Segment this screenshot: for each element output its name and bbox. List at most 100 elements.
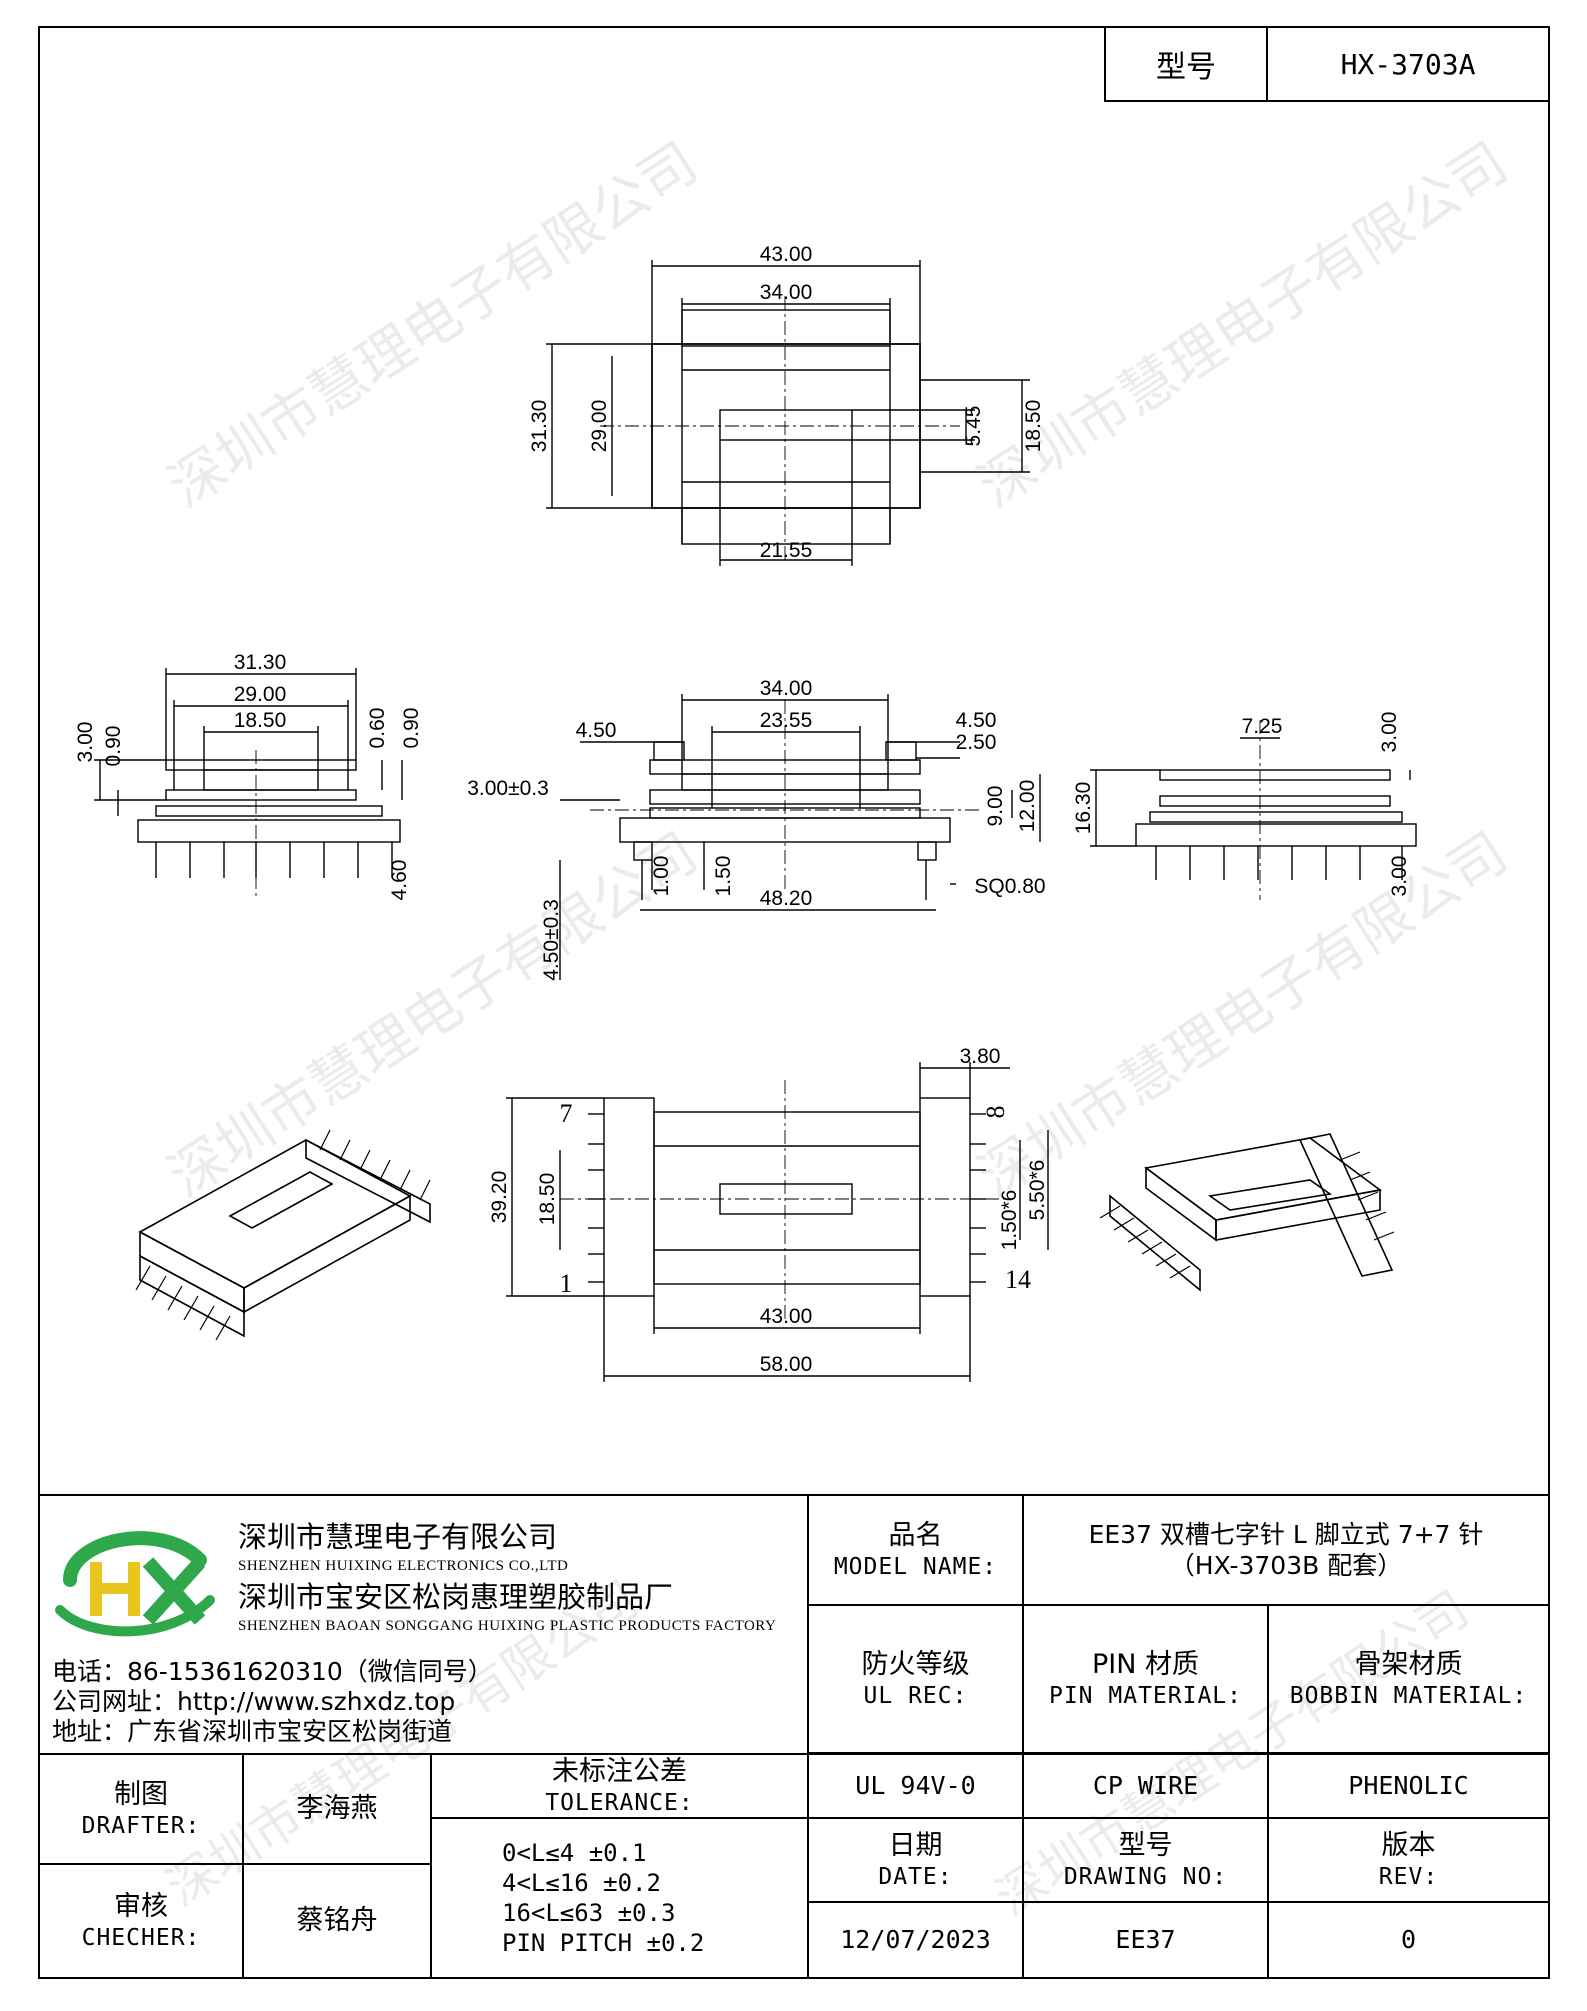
dim-34-front: 34.00: [760, 677, 813, 700]
tolerance-row: 16<L≤63 ±0.3: [502, 1899, 676, 1927]
front-view: 34.00 23.55 4.50 4.50 2.50 3.00±0.3 9.00…: [467, 677, 1045, 981]
ul-rec-label: 防火等级 UL REC:: [807, 1604, 1024, 1754]
top-view: 43.00 34.00 31.30 29.00 5.45 18.50 21.55: [528, 243, 1045, 566]
isometric-view-left: [135, 1129, 431, 1341]
date-label: 日期 DATE:: [807, 1817, 1024, 1903]
model-number-box: 型号 HX-3703A: [1104, 26, 1550, 102]
company-info: 深圳市慧理电子有限公司 SHENZHEN HUIXING ELECTRONICS…: [38, 1494, 809, 1755]
dim-1: 1.00: [650, 856, 673, 897]
checker-name-text: 蔡铭舟: [296, 1905, 378, 1937]
dim-1-5: 1.50: [712, 856, 735, 897]
dim-9: 9.00: [984, 786, 1007, 827]
drawing-no-value: EE37: [1022, 1901, 1269, 1979]
company-name-en: SHENZHEN HUIXING ELECTRONICS CO.,LTD: [238, 1558, 569, 1574]
drafter-en: DRAFTER:: [81, 1812, 201, 1839]
dim-18-5: 18.50: [1022, 400, 1045, 453]
date-en: DATE:: [878, 1863, 953, 1890]
model-name-en: MODEL NAME:: [833, 1553, 998, 1580]
pin-material-label: PIN 材质 PIN MATERIAL:: [1022, 1604, 1269, 1754]
model-label: 型号: [1106, 28, 1268, 100]
bottom-pins-left: [588, 1113, 604, 1283]
bobbin-material-value: PHENOLIC: [1267, 1753, 1550, 1819]
dim-34: 34.00: [760, 281, 813, 304]
dim-2-5: 2.50: [956, 731, 997, 754]
dim-29: 29.00: [588, 400, 611, 453]
dim-48-2: 48.20: [760, 887, 813, 910]
dim-29-side: 29.00: [234, 683, 287, 706]
pin-label-8: 8: [981, 1106, 1010, 1119]
dim-3-tol: 3.00±0.3: [467, 777, 549, 800]
company-name-cn: 深圳市慧理电子有限公司: [238, 1520, 558, 1554]
date-value: 12/07/2023: [807, 1901, 1024, 1979]
dim-21-55: 21.55: [760, 539, 813, 562]
pin-material-value-text: CP WIRE: [1092, 1771, 1199, 1801]
tolerance-label: 未标注公差 TOLERANCE:: [430, 1753, 809, 1819]
checker-name: 蔡铭舟: [242, 1863, 432, 1979]
model-name-value: EE37 双槽七字针 L 脚立式 7+7 针 （HX-3703B 配套）: [1022, 1494, 1550, 1606]
dim-4-5a: 4.50: [576, 719, 617, 742]
dim-4-6-side: 4.60: [388, 860, 411, 901]
checker-cn: 审核: [114, 1890, 168, 1922]
drawing-no-en: DRAWING NO:: [1063, 1863, 1228, 1890]
right-view-pins: [1155, 846, 1361, 880]
right-view: 7.25 3.00 16.30 3.00: [1072, 712, 1417, 900]
dim-sq: SQ0.80: [974, 875, 1045, 898]
tolerance-en: TOLERANCE:: [545, 1789, 694, 1816]
dim-58: 58.00: [760, 1353, 813, 1376]
isometric-view-right: [1099, 1133, 1395, 1292]
pin-material-value: CP WIRE: [1022, 1753, 1269, 1819]
dim-31-3: 31.30: [528, 400, 551, 453]
ul-value-text: UL 94V-0: [855, 1771, 976, 1801]
dim-0-9-side: 0.90: [102, 726, 125, 767]
dim-pitch-1-5: 1.50*6: [998, 1190, 1021, 1251]
dim-3-8: 3.80: [960, 1045, 1001, 1068]
model-name-label: 品名 MODEL NAME:: [807, 1494, 1024, 1606]
dim-12: 12.00: [1016, 780, 1039, 833]
dim-5-45: 5.45: [962, 406, 985, 447]
dim-16-3: 16.30: [1072, 782, 1095, 835]
drafter-cn: 制图: [114, 1778, 168, 1810]
pin-material-en: PIN MATERIAL:: [1048, 1682, 1242, 1709]
dim-18-5-bottom: 18.50: [536, 1173, 559, 1226]
dim-7-25: 7.25: [1242, 715, 1283, 738]
factory-name-cn: 深圳市宝安区松岗惠理塑胶制品厂: [238, 1580, 674, 1614]
rev-cn: 版本: [1381, 1829, 1436, 1861]
dim-0-6-side: 0.60: [366, 708, 389, 749]
dim-18-5-side: 18.50: [234, 709, 287, 732]
dim-3-right-a: 3.00: [1378, 712, 1401, 753]
company-logo: [55, 1531, 215, 1637]
drawing-no-cn: 型号: [1118, 1829, 1173, 1861]
pin-label-1: 1: [560, 1269, 573, 1298]
bobbin-material-cn: 骨架材质: [1354, 1648, 1463, 1680]
dim-4-5-tol: 4.50±0.3: [540, 899, 563, 981]
left-view-pins: [155, 842, 359, 878]
tolerance-row: PIN PITCH ±0.2: [502, 1929, 705, 1957]
tolerance-cn: 未标注公差: [552, 1755, 687, 1787]
bottom-view: 3.80 39.20 18.50 1.50*6 5.50*6 43.00 58.…: [488, 1045, 1049, 1382]
drawing-no-value-text: EE37: [1115, 1925, 1176, 1955]
date-cn: 日期: [888, 1829, 943, 1861]
ul-value: UL 94V-0: [807, 1753, 1024, 1819]
dim-43: 43.00: [760, 243, 813, 266]
dim-3-right-b: 3.00: [1388, 856, 1411, 897]
phone: 电话：86-15361620310（微信同号）: [52, 1657, 493, 1686]
pin-material-cn: PIN 材质: [1091, 1648, 1200, 1680]
pin-label-7: 7: [560, 1099, 573, 1128]
pin-label-14: 14: [1005, 1265, 1031, 1294]
bottom-pins-right: [970, 1113, 986, 1283]
drawing-no-label: 型号 DRAWING NO:: [1022, 1817, 1269, 1903]
drafter-name: 李海燕: [242, 1753, 432, 1865]
tolerance-table: 0<L≤4 ±0.1 4<L≤16 ±0.2 16<L≤63 ±0.3 PIN …: [430, 1817, 809, 1979]
dim-pitch-5-5: 5.50*6: [1026, 1160, 1049, 1221]
factory-name-en: SHENZHEN BAOAN SONGGANG HUIXING PLASTIC …: [238, 1618, 777, 1634]
bobbin-material-en: BOBBIN MATERIAL:: [1289, 1682, 1528, 1709]
rev-en: REV:: [1378, 1863, 1439, 1890]
checker-en: CHECHER:: [81, 1924, 201, 1951]
title-block: 深圳市慧理电子有限公司 SHENZHEN HUIXING ELECTRONICS…: [38, 1494, 1550, 1979]
technical-drawing: 43.00 34.00 31.30 29.00 5.45 18.50 21.55…: [74, 243, 1417, 1382]
dim-23-55: 23.55: [760, 709, 813, 732]
website: 公司网址：http://www.szhxdz.top: [52, 1687, 456, 1716]
model-name-value-line2: （HX-3703B 配套）: [1169, 1551, 1403, 1580]
rev-value-text: 0: [1400, 1925, 1417, 1955]
date-value-text: 12/07/2023: [840, 1925, 991, 1955]
